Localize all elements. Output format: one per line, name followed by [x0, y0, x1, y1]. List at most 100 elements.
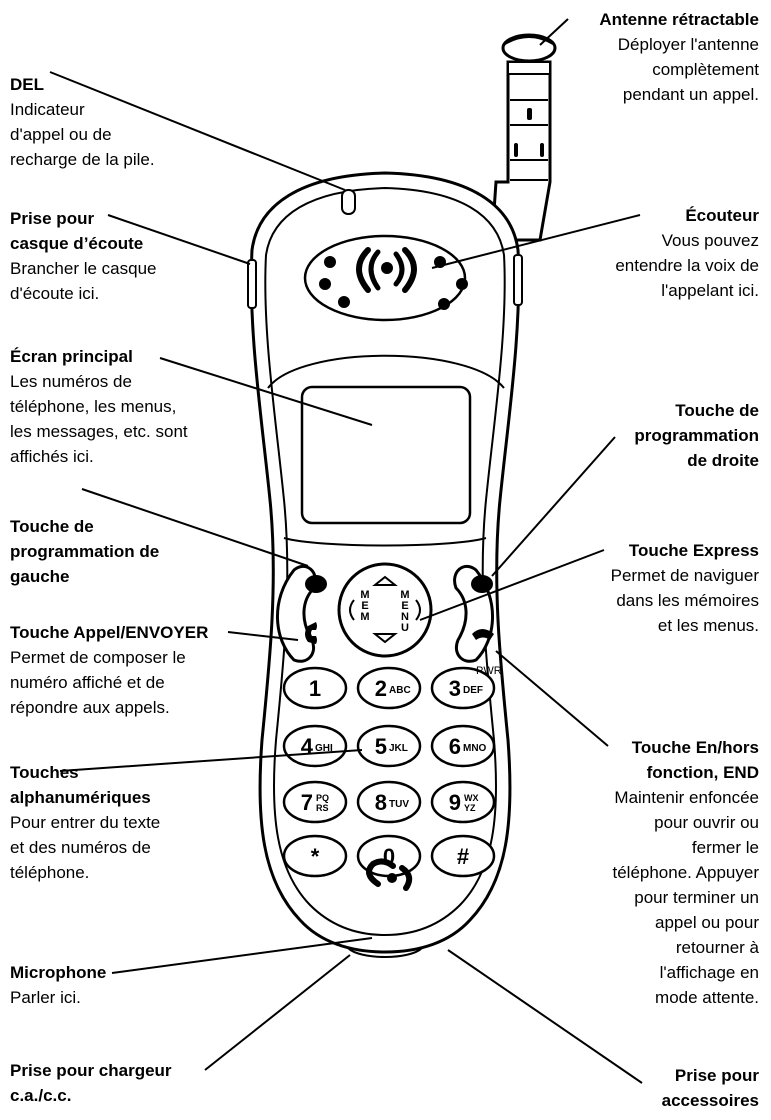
label-screen-desc-3: affichés ici. [10, 447, 94, 466]
label-alnum: Touches alphanumériques Pour entrer du t… [10, 760, 160, 885]
label-earpiece: Écouteur Vous pouvez entendre la voix de… [615, 203, 759, 303]
label-power-desc-6: retourner à [675, 938, 759, 957]
svg-text:DEF: DEF [463, 685, 483, 696]
earpiece [303, 234, 468, 322]
label-right-soft-title-1: programmation [634, 426, 759, 445]
svg-text:YZ: YZ [464, 803, 476, 813]
label-accessories: Prise pour accessoires [662, 1063, 759, 1113]
label-antenna-title: Antenne rétractable [599, 10, 759, 29]
led-indicator [341, 189, 356, 215]
label-send-desc-0: Permet de composer le [10, 648, 186, 667]
label-power-desc-3: téléphone. Appuyer [612, 863, 759, 882]
label-headset-desc-1: d'écoute ici. [10, 284, 100, 303]
label-power-desc-4: pour terminer un [634, 888, 759, 907]
pwr-label: PWR [476, 665, 502, 677]
label-power-desc-2: fermer le [691, 838, 759, 857]
svg-text:GHI: GHI [315, 743, 333, 754]
svg-text:6: 6 [449, 734, 461, 759]
svg-text:4: 4 [301, 734, 314, 759]
label-headset: Prise pour casque d’écoute Brancher le c… [10, 206, 156, 306]
label-send-desc-1: numéro affiché et de [10, 673, 165, 692]
svg-text:WX: WX [464, 793, 479, 803]
label-power-desc-5: appel ou pour [655, 913, 759, 932]
label-express-desc-0: Permet de naviguer [610, 566, 759, 585]
label-charger-title-1: c.a./c.c. [10, 1086, 72, 1105]
label-screen-desc-1: téléphone, les menus, [10, 397, 177, 416]
svg-text:2: 2 [375, 676, 387, 701]
label-power-desc-7: l'affichage en [659, 963, 759, 982]
svg-text:1: 1 [309, 676, 321, 701]
microphone [366, 858, 413, 891]
label-earpiece-desc-2: l'appelant ici. [661, 281, 759, 300]
label-left-soft-title-1: programmation de [10, 542, 160, 561]
label-power-title-0: Touche En/hors [631, 738, 759, 757]
label-left-soft-title-2: gauche [10, 567, 70, 586]
label-accessories-title-1: accessoires [661, 1091, 759, 1110]
label-screen-title: Écran principal [10, 347, 133, 366]
label-charger: Prise pour chargeur c.a./c.c. [10, 1058, 172, 1108]
label-left-soft-title-0: Touche de [10, 517, 94, 536]
leader-lines [49, 18, 643, 1084]
label-del-desc-2: recharge de la pile. [10, 150, 155, 169]
label-mic-desc-0: Parler ici. [10, 988, 81, 1007]
label-earpiece-title: Écouteur [685, 206, 759, 225]
label-alnum-desc-0: Pour entrer du texte [10, 813, 161, 832]
label-screen-desc-2: les messages, etc. sont [10, 422, 188, 441]
label-send-desc-2: répondre aux appels. [10, 698, 170, 717]
label-express-desc-2: et les menus. [657, 616, 759, 635]
label-antenna-desc-2: pendant un appel. [622, 85, 759, 104]
label-alnum-desc-2: téléphone. [10, 863, 90, 882]
svg-text:*: * [311, 844, 320, 869]
label-headset-desc-0: Brancher le casque [10, 259, 157, 278]
label-mic: Microphone Parler ici. [10, 960, 106, 1010]
svg-text:8: 8 [375, 790, 387, 815]
svg-text:ABC: ABC [389, 685, 411, 696]
label-del-desc-1: d'appel ou de [10, 125, 112, 144]
key-1: 1 [282, 666, 348, 710]
svg-text:9: 9 [449, 790, 461, 815]
label-del: DEL Indicateur d'appel ou de recharge de… [10, 72, 155, 172]
label-power-title-1: fonction, END [646, 763, 759, 782]
label-right-soft-title-0: Touche de [675, 401, 759, 420]
label-send: Touche Appel/ENVOYER Permet de composer … [10, 620, 208, 720]
label-express: Touche Express Permet de naviguer dans l… [611, 538, 759, 638]
label-power-desc-0: Maintenir enfoncée [614, 788, 759, 807]
key-hash: # [430, 834, 496, 878]
label-power: Touche En/hors fonction, END Maintenir e… [612, 735, 759, 1010]
label-earpiece-desc-1: entendre la voix de [615, 256, 759, 275]
label-antenna-desc-1: complètement [652, 60, 759, 79]
svg-text:5: 5 [375, 734, 387, 759]
label-left-soft: Touche de programmation de gauche [10, 514, 159, 589]
label-express-desc-1: dans les mémoires [616, 591, 759, 610]
svg-text:7: 7 [301, 790, 313, 815]
svg-text:MNO: MNO [463, 743, 487, 754]
label-power-desc-8: mode attente. [655, 988, 759, 1007]
label-charger-title-0: Prise pour chargeur [10, 1061, 172, 1080]
label-screen-desc-0: Les numéros de [10, 372, 132, 391]
label-alnum-desc-1: et des numéros de [10, 838, 151, 857]
svg-text:TUV: TUV [389, 799, 409, 810]
label-mic-title: Microphone [10, 963, 107, 982]
main-screen [300, 385, 472, 525]
label-screen: Écran principal Les numéros de téléphone… [10, 344, 188, 469]
label-earpiece-desc-0: Vous pouvez [661, 231, 759, 250]
svg-text:3: 3 [449, 676, 461, 701]
label-headset-title-0: Prise pour [10, 209, 95, 228]
svg-text:RS: RS [316, 803, 329, 813]
label-antenna-desc-0: Déployer l'antenne [617, 35, 759, 54]
label-alnum-title-1: alphanumériques [10, 788, 151, 807]
label-del-desc-0: Indicateur [10, 100, 85, 119]
svg-text:PQ: PQ [316, 793, 329, 803]
label-right-soft-title-2: de droite [687, 451, 759, 470]
label-right-soft: Touche de programmation de droite [634, 398, 759, 473]
